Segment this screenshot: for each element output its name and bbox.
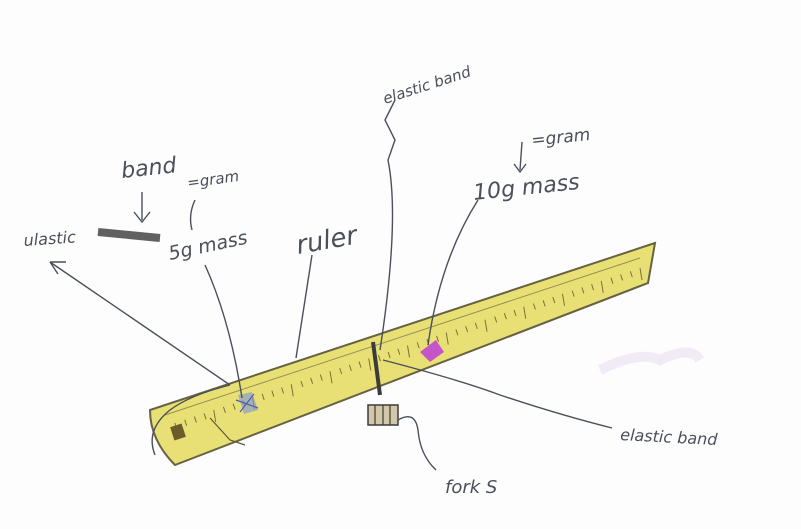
pointer-mass-5g [205, 265, 242, 398]
label-ruler: ruler [294, 220, 362, 261]
label-elastic-left: ulastic [23, 227, 77, 250]
label-forks: fork S [445, 477, 497, 498]
faint-smudge [600, 353, 700, 371]
pointer-ruler [296, 255, 312, 358]
pointer-elastic-top [380, 100, 395, 350]
label-gram-left: =gram [186, 167, 240, 192]
label-elastic-top: elastic band [381, 62, 474, 107]
ruler-body [150, 243, 655, 465]
label-elastic-right: elastic band [620, 425, 719, 449]
ruler [150, 243, 655, 465]
pointer-gram-right [520, 142, 522, 170]
scribble-out [98, 232, 160, 238]
label-band-top: band [120, 153, 179, 184]
label-gram-right: =gram [530, 125, 591, 151]
label-mass-10g: 10g mass [472, 170, 581, 206]
ruler-edge [165, 258, 640, 415]
pointer-elastic-left [50, 262, 230, 385]
forks-pointer [398, 417, 436, 470]
forks-drawing [368, 405, 436, 470]
label-mass-5g: 5g mass [166, 227, 249, 265]
pointer-gram-left [191, 200, 195, 230]
